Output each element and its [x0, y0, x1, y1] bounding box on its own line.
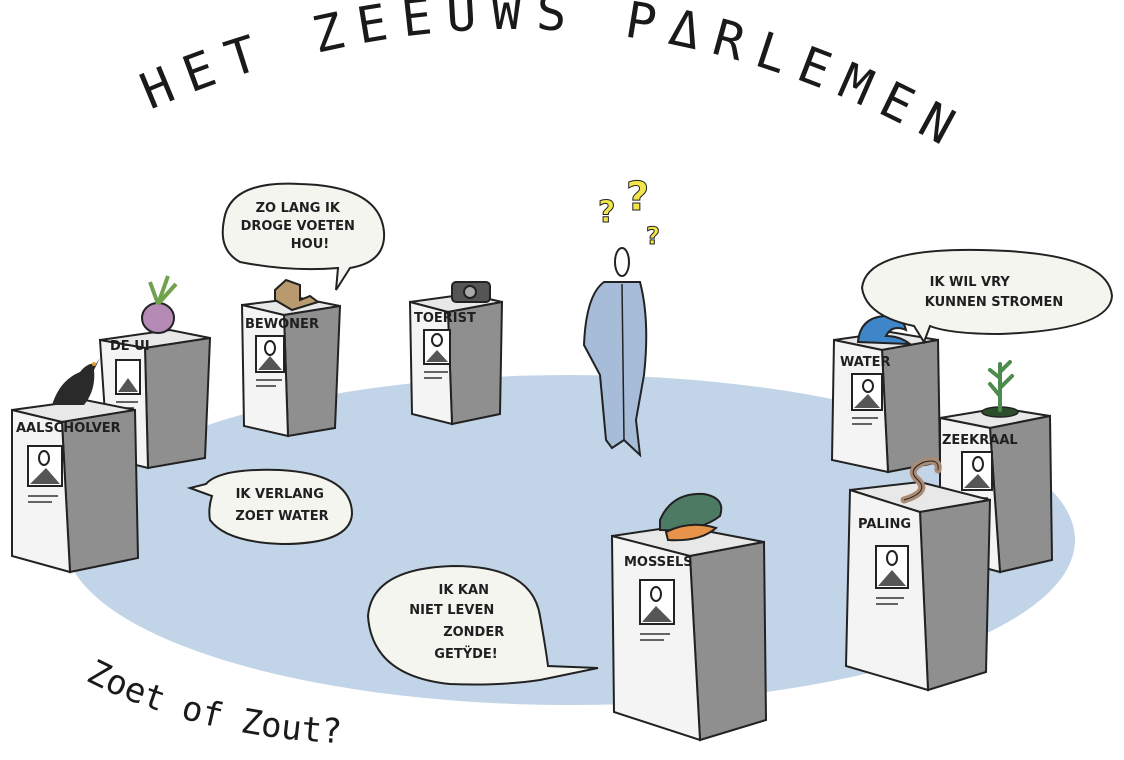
pedestal-label-paling: PALING — [858, 517, 911, 532]
pedestal-bewoner: BEWONER — [242, 298, 340, 436]
bubble-water-line-1: IK WIL VRY — [930, 275, 1011, 290]
speech-bubble-bewoner: ZO LANG IK DROGE VOETEN HOU! — [223, 184, 384, 290]
question-marks: ? ? ? — [598, 174, 660, 250]
bubble-bewoner-line-1: ZO LANG IK — [256, 201, 341, 216]
pedestal-paling: PALING — [846, 482, 990, 690]
camera-icon — [452, 282, 490, 302]
onion-icon — [142, 276, 176, 333]
pedestal-label-ui: DE UI — [110, 339, 150, 354]
samphire-icon — [982, 362, 1018, 417]
pedestal-label-aalscholver: AALSCHOLVER — [16, 421, 121, 436]
bubble-bewoner-line-3: HOU! — [291, 237, 329, 252]
svg-text:?: ? — [646, 222, 660, 250]
bubble-mossels-line-2: NIET LEVEN — [409, 603, 494, 618]
svg-text:?: ? — [626, 174, 649, 220]
pedestal-label-toerist: TOERIST — [414, 311, 476, 326]
pedestal-label-zeekraal: ZEEKRAAL — [942, 433, 1018, 448]
bubble-aalscholver-line-2: ZOET WATER — [235, 509, 328, 524]
bubble-water-line-2: KUNNEN STROMEN — [925, 295, 1063, 310]
pedestal-label-bewoner: BEWONER — [245, 317, 319, 332]
title-text: HET ZEEUWS PΔRLEMENT — [0, 0, 976, 163]
cormorant-icon — [52, 358, 100, 405]
pedestal-mossels: MOSSELS — [612, 526, 766, 740]
bubble-mossels-line-3: ZONDER — [443, 625, 504, 640]
pedestal-water: WATER — [832, 332, 940, 472]
bubble-bewoner-line-2: DROGE VOETEN — [241, 219, 355, 234]
page-title: HET ZEEUWS PΔRLEMENT — [0, 0, 976, 163]
pedestal-toerist: TOERIST — [410, 294, 502, 424]
bubble-mossels-line-1: IK KAN — [439, 583, 489, 598]
svg-text:?: ? — [598, 195, 615, 230]
pedestal-label-water: WATER — [840, 355, 891, 370]
pedestal-aalscholver: AALSCHOLVER — [12, 400, 138, 572]
bubble-aalscholver-line-1: IK VERLANG — [236, 487, 324, 502]
pedestal-label-mossels: MOSSELS — [624, 555, 693, 570]
bubble-mossels-line-4: GETŸDE! — [434, 646, 497, 662]
